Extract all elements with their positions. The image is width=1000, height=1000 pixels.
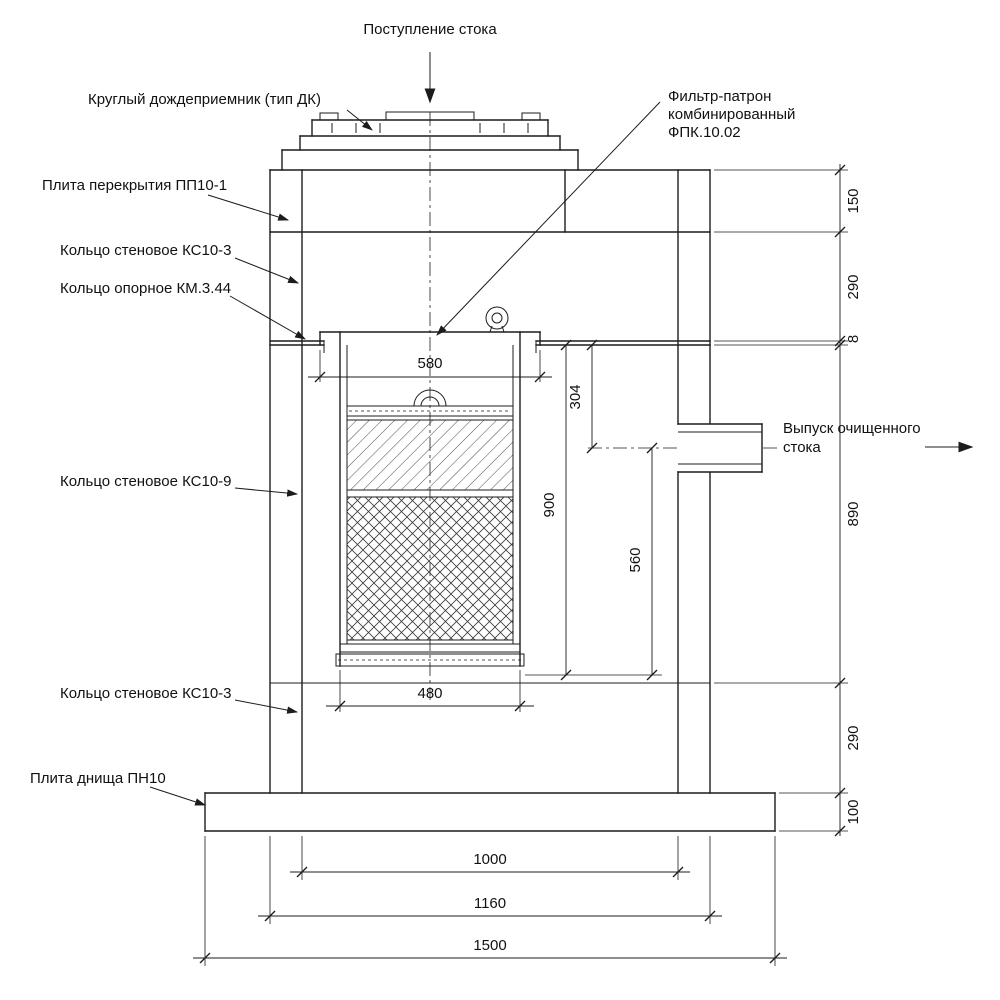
label-cover-slab: Плита перекрытия ПП10-1 (42, 177, 227, 194)
label-outlet-line2: стока (783, 439, 821, 456)
outlet-pipe (677, 423, 763, 473)
label-bottom-slab: Плита днища ПН10 (30, 770, 166, 787)
lifting-eye (485, 306, 509, 333)
label-wall-ring-bottom: Кольцо стеновое КС10-3 (60, 685, 232, 702)
label-inflow: Поступление стока (363, 21, 497, 38)
top-grate-band (347, 405, 513, 417)
dim-right-290a: 290 (845, 274, 862, 299)
filter-cartridge (319, 306, 541, 667)
filter-media-lower (346, 496, 514, 641)
dim-right-890: 890 (845, 501, 862, 526)
leader-lines (149, 101, 661, 806)
leader-cover-slab (207, 194, 290, 221)
leader-filter (436, 101, 661, 336)
label-outlet-line1: Выпуск очищенного (783, 420, 921, 437)
rain-receiver (281, 111, 579, 171)
label-wall-ring-top: Кольцо стеновое КС10-3 (60, 242, 232, 259)
leader-wall-ring-middle (234, 487, 299, 497)
leader-rain-receiver (346, 109, 373, 131)
dim-base-slab-width: 1500 (473, 937, 506, 954)
leader-bottom-slab (149, 786, 207, 806)
dim-outlet-to-bottom: 560 (627, 547, 644, 572)
dim-ring-outer-width: 1160 (474, 895, 506, 912)
leader-wall-ring-top (234, 257, 300, 284)
leader-support-ring (229, 295, 306, 340)
dim-top-opening: 580 (417, 355, 442, 372)
well-structure (204, 169, 776, 832)
dim-filter-width: 480 (417, 685, 442, 702)
dim-ticks (199, 164, 846, 964)
dim-right-290b: 290 (845, 725, 862, 750)
dim-filter-height: 900 (541, 492, 558, 517)
filter-media-upper (346, 419, 514, 491)
label-filter-line3: ФПК.10.02 (668, 124, 741, 141)
dim-right-150: 150 (845, 188, 862, 213)
label-wall-ring-middle: Кольцо стеновое КС10-9 (60, 473, 232, 490)
label-support-ring: Кольцо опорное КМ.3.44 (60, 280, 231, 297)
dim-inner-width: 1000 (473, 851, 506, 868)
dim-right-8: 8 (845, 335, 862, 343)
bottom-grate-band (335, 643, 525, 667)
dim-right-100: 100 (845, 799, 862, 824)
label-filter-line2: комбинированный (668, 106, 795, 123)
dim-top-to-outlet: 304 (567, 384, 584, 409)
leader-wall-ring-bottom (234, 699, 299, 714)
grate-slots (331, 123, 529, 133)
label-filter-line1: Фильтр-патрон (668, 88, 771, 105)
label-rain-receiver: Круглый дождеприемник (тип ДК) (88, 91, 321, 108)
dome-handle (413, 389, 447, 407)
dimension-lines (193, 164, 848, 966)
